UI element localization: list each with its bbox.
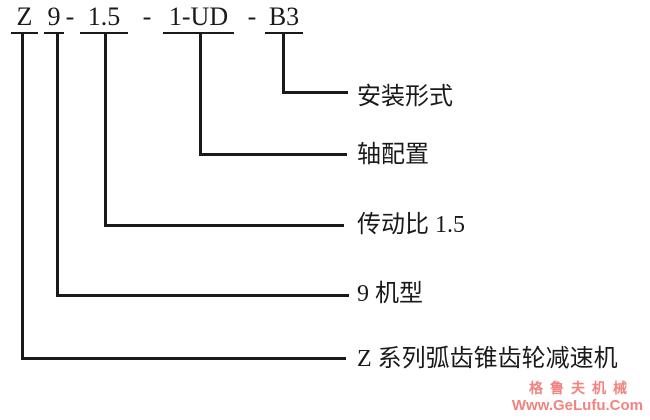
- connector-1-5-horizontal: [104, 224, 344, 227]
- watermark: 格鲁夫机械 Www.GeLufu.Com: [443, 382, 643, 414]
- connector-1ud-horizontal: [199, 153, 347, 156]
- watermark-brand-text: 格鲁夫机械: [529, 382, 634, 397]
- connector-9-vertical: [56, 33, 59, 297]
- code-separator: -: [247, 2, 257, 31]
- connector-1-5-vertical: [104, 33, 107, 227]
- label-transmission-ratio: 传动比 1.5: [357, 212, 465, 238]
- label-series-description: Z 系列弧齿锥齿轮减速机: [357, 346, 618, 372]
- watermark-url-text: Www.GeLufu.Com: [511, 397, 643, 414]
- code-separator: -: [142, 2, 152, 31]
- code-segment-1-ud: 1-UD: [163, 4, 234, 34]
- connector-b3-horizontal: [282, 91, 348, 94]
- code-segment-b3: B3: [265, 4, 303, 34]
- connector-b3-vertical: [282, 33, 285, 94]
- connector-1ud-vertical: [199, 33, 202, 156]
- connector-9-horizontal: [56, 294, 349, 297]
- connector-z-vertical: [21, 33, 24, 360]
- code-segment-1-5: 1.5: [80, 4, 128, 34]
- label-shaft-arrangement: 轴配置: [357, 142, 429, 168]
- code-segment-9: 9: [44, 4, 64, 34]
- code-segment-z: Z: [11, 4, 38, 34]
- label-frame-size: 9 机型: [357, 281, 423, 307]
- connector-z-horizontal: [21, 357, 346, 360]
- code-separator: -: [65, 2, 75, 31]
- label-mounting-type: 安装形式: [357, 84, 453, 110]
